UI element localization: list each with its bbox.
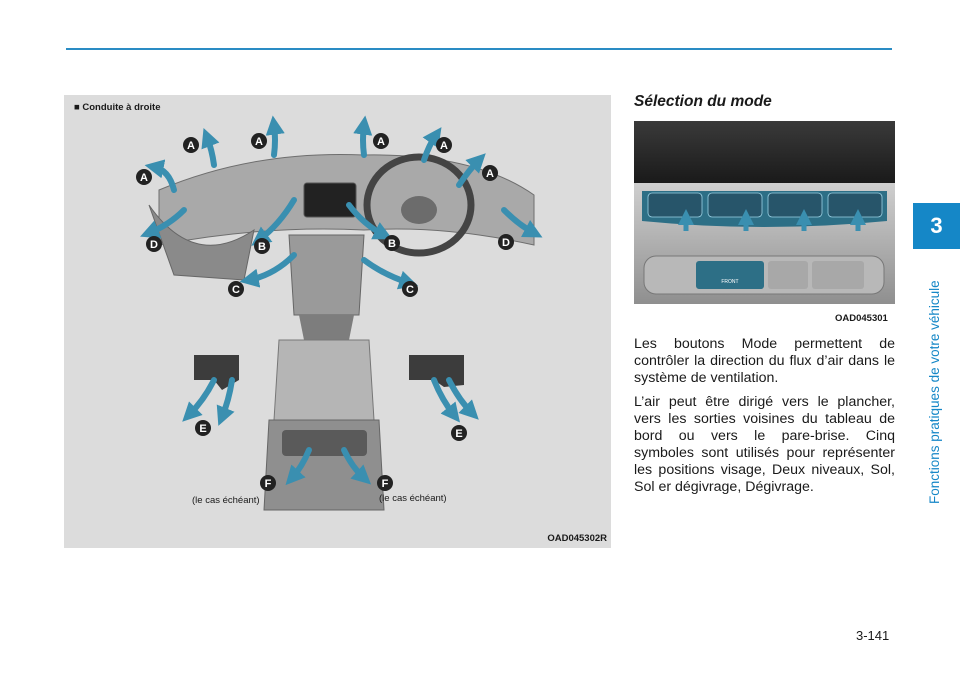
svg-text:F: F [265,478,272,490]
svg-text:B: B [258,241,266,253]
svg-text:A: A [187,140,195,152]
svg-text:A: A [140,172,148,184]
paragraph-2: L’air peut être dirigé vers le plancher,… [634,394,895,495]
section-title: Sélection du mode [634,93,772,110]
label-d-1: D [146,236,162,252]
label-b-1: B [254,238,270,254]
label-f-2: F [377,475,393,491]
svg-text:C: C [232,284,240,296]
chapter-number-tab: 3 [913,203,960,249]
page-number: 3-141 [856,628,890,643]
svg-text:A: A [377,136,385,148]
label-a-1: A [136,169,152,185]
label-a-6: A [482,165,498,181]
chapter-side-title: Fonctions pratiques de votre véhicule [927,280,942,504]
svg-text:A: A [255,136,263,148]
label-c-1: C [228,281,244,297]
mode-buttons-photo: FRONT [634,121,895,304]
svg-text:E: E [199,423,206,435]
svg-text:E: E [455,428,462,440]
svg-text:F: F [382,478,389,490]
direction-labels: A A A A A A B B C C D D E E F F [136,133,514,491]
figure-caption: ■ Conduite à droite [74,102,161,113]
note-left: (le cas échéant) [192,495,260,506]
svg-text:C: C [406,284,414,296]
note-right: (le cas échéant) [379,493,447,504]
label-a-5: A [436,137,452,153]
svg-text:D: D [150,239,158,251]
top-rule [66,48,892,50]
svg-text:A: A [440,140,448,152]
label-f-1: F [260,475,276,491]
svg-text:A: A [486,168,494,180]
label-a-2: A [183,137,199,153]
label-c-2: C [402,281,418,297]
svg-text:D: D [502,237,510,249]
photo-code: OAD045301 [835,313,888,324]
label-b-2: B [384,235,400,251]
label-a-4: A [373,133,389,149]
figure-code: OAD045302R [547,533,607,544]
label-e-1: E [195,420,211,436]
label-e-2: E [451,425,467,441]
label-a-3: A [251,133,267,149]
body-text: Les boutons Mode permettent de contrôler… [634,336,895,503]
svg-text:FRONT: FRONT [721,279,738,285]
paragraph-1: Les boutons Mode permettent de contrôler… [634,336,895,386]
svg-text:B: B [388,238,396,250]
label-d-2: D [498,234,514,250]
